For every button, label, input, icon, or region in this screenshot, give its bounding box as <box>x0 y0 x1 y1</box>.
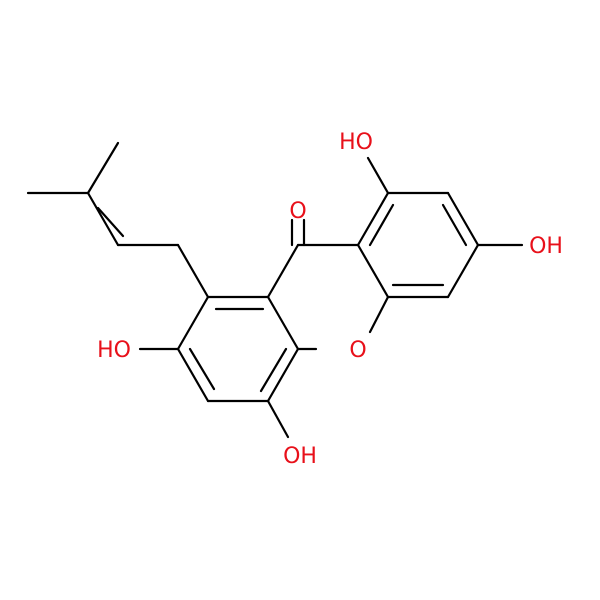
bond-ring-c-1-inner <box>368 203 395 247</box>
carbonyl-oxygen-label: O <box>289 199 306 224</box>
bond-ring-c-4 <box>446 243 480 299</box>
bond-ring-a-5 <box>176 347 210 403</box>
bond-ring-b-4 <box>368 295 390 334</box>
atom-labels: O O HO OH HO OH <box>97 130 563 469</box>
bond-ring-a-6 <box>176 295 210 351</box>
hydroxyl-left-label: HO <box>97 338 131 363</box>
bond-oh-bottom <box>266 399 290 439</box>
hydroxyl-bottom-label: OH <box>283 444 317 469</box>
bond-oh-top <box>366 156 390 195</box>
bond-ring-b-3 <box>356 243 390 299</box>
bonds <box>26 141 524 439</box>
hydroxyl-right-label: OH <box>529 234 563 259</box>
bond-methyl-1 <box>86 141 120 195</box>
hydroxyl-top-label: HO <box>339 130 373 155</box>
bond-ring-c-3 <box>446 191 480 247</box>
bond-ring-b-1 <box>266 243 300 299</box>
bond-ring-c-1 <box>356 191 390 247</box>
bond-ring-a-3-inner <box>259 347 288 393</box>
bond-ring-a-5-inner <box>188 347 216 391</box>
bond-ring-a-3 <box>266 347 300 403</box>
bond-alkene <box>86 191 120 247</box>
bond-ring-a-2 <box>266 295 300 351</box>
ring-oxygen-label: O <box>349 338 366 363</box>
bond-chain-2 <box>176 243 210 299</box>
bond-alkene-inner <box>96 206 125 238</box>
bond-ring-c-3-inner <box>441 203 468 247</box>
